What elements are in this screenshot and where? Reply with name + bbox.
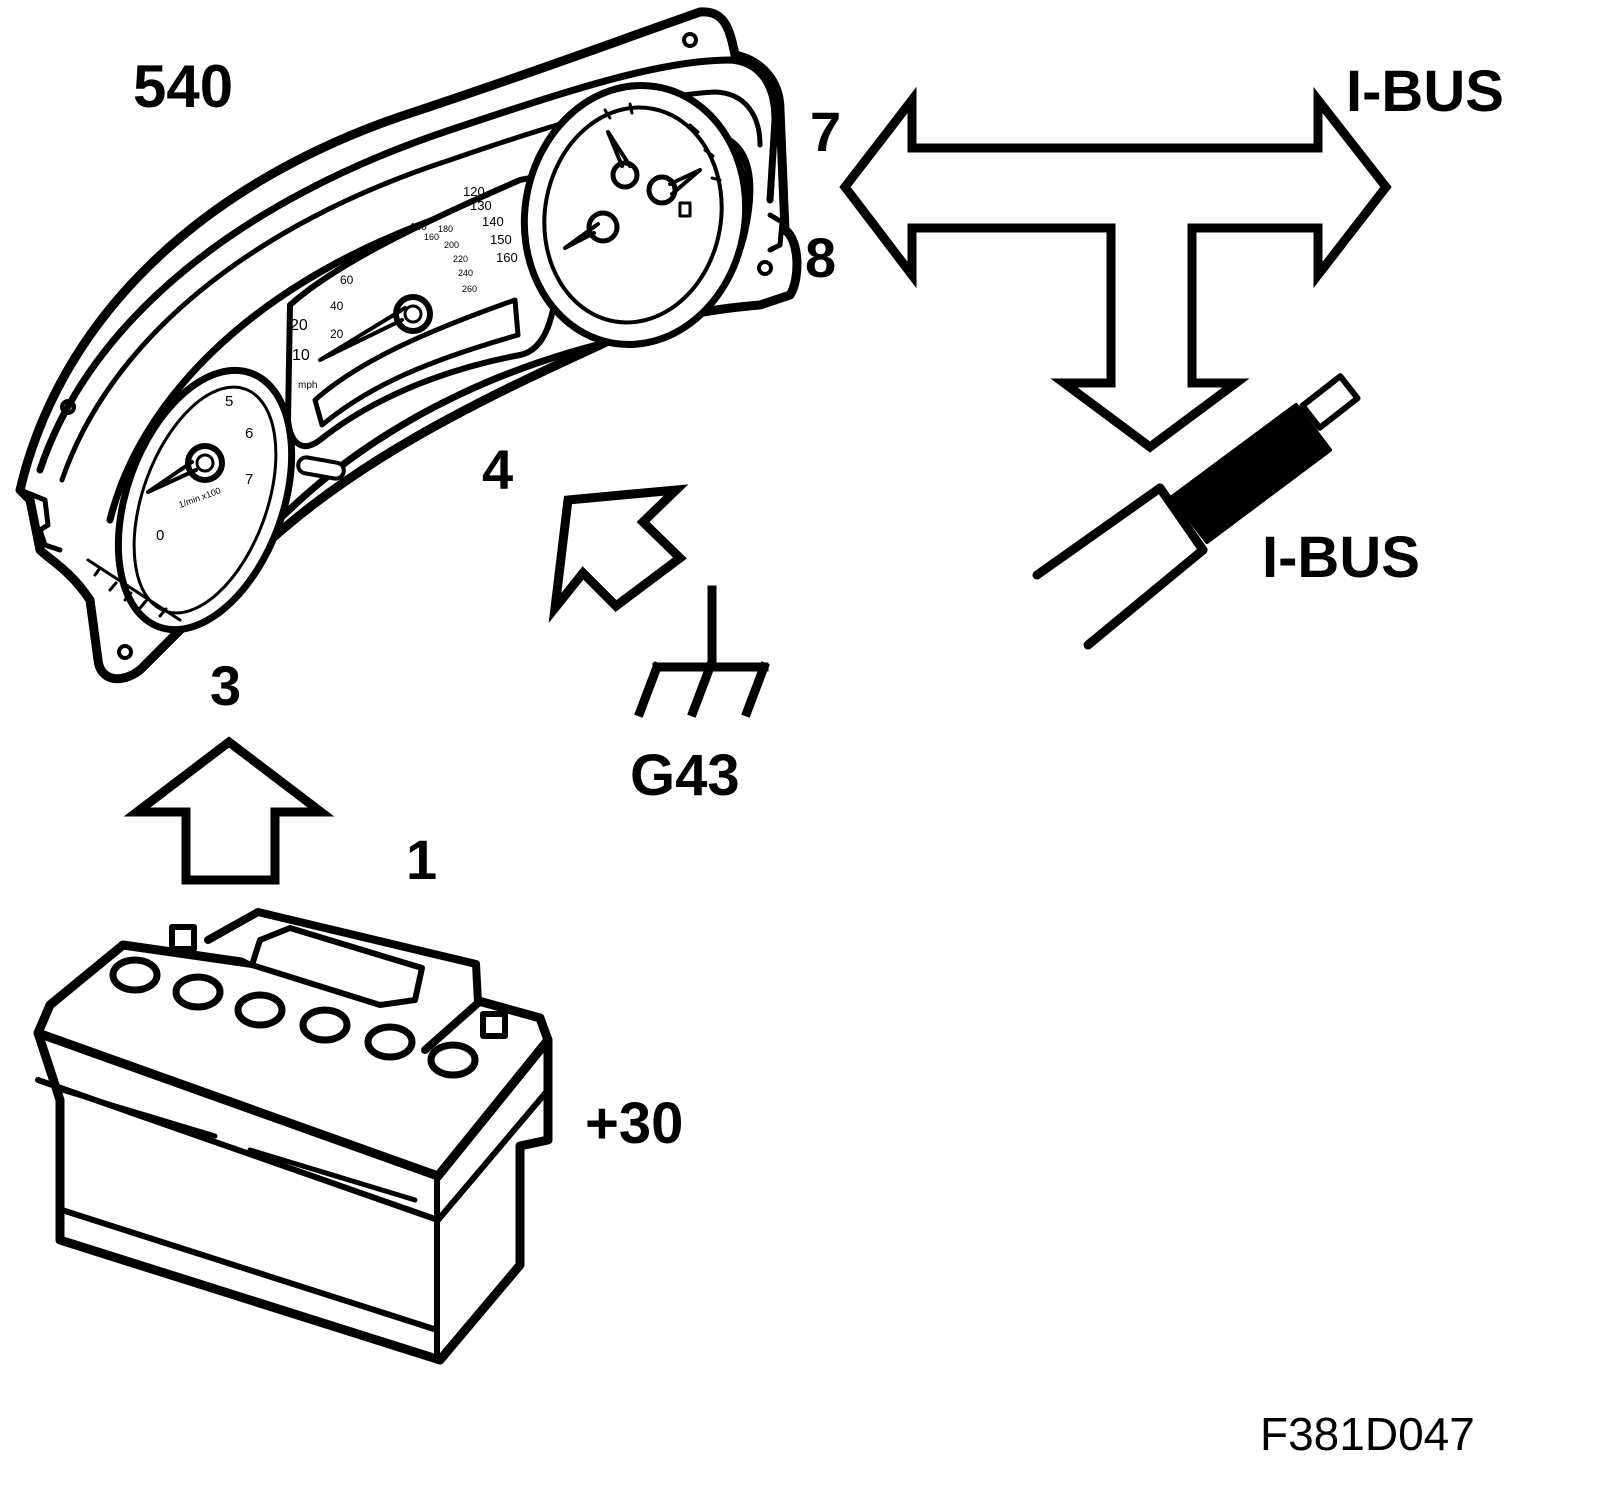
label-connector-8: 8 <box>805 226 836 289</box>
combi-gauge-outer <box>520 82 750 348</box>
speed-tick-small-180: 180 <box>438 224 453 234</box>
cluster-connector-right <box>767 212 785 253</box>
battery-body-rib <box>59 1087 418 1203</box>
battery-to-pin3-arrow <box>123 736 335 885</box>
temp-gauge-needle <box>606 130 632 168</box>
speedometer-lcd <box>312 297 521 428</box>
speed-tick-mph-20a: 20 <box>290 317 308 334</box>
speed-tick-mph-20b: 20 <box>330 327 344 341</box>
label-connector-7: 7 <box>810 100 841 163</box>
figure-reference: F381D047 <box>1260 1408 1475 1460</box>
label-pin-3: 3 <box>210 654 241 717</box>
speedometer-needle <box>318 306 407 362</box>
battery-cell-cap-5 <box>364 1023 416 1061</box>
ibus-cable <box>1032 373 1361 650</box>
tach-scale-markers <box>86 558 182 622</box>
mount-hole <box>757 260 773 276</box>
ground-to-pin4-arrow <box>548 484 689 624</box>
speedometer-hub-inner <box>403 304 423 324</box>
speed-tick-small-240: 240 <box>458 268 473 278</box>
speed-tick-small-260: 260 <box>462 284 477 294</box>
speed-tick-small-220: 220 <box>453 254 468 264</box>
tachometer-hub-inner <box>195 453 215 473</box>
battery-cell-cap-1 <box>109 956 161 994</box>
ibus-t-arrow <box>839 86 1392 453</box>
speed-tick-kmh-130: 130 <box>470 198 492 213</box>
cable-sheath-end <box>1155 483 1208 555</box>
battery-cell-cap-4 <box>299 1006 351 1044</box>
fuel-icon <box>678 201 692 218</box>
speed-tick-small-200: 200 <box>444 240 459 250</box>
label-ground-g43: G43 <box>630 743 740 808</box>
battery-body-lower-band <box>59 1173 440 1363</box>
tachometer-dial <box>114 366 296 634</box>
mount-hole <box>682 32 698 48</box>
battery-label-panel <box>249 925 425 1008</box>
trip-reset-knob <box>296 455 346 481</box>
tach-tick-0: 0 <box>156 527 164 544</box>
instrument-cluster <box>15 7 802 684</box>
battery <box>33 908 553 1365</box>
label-pin-1: 1 <box>406 828 437 891</box>
speed-tick-kmh-120: 120 <box>463 184 485 199</box>
ground-symbol <box>634 585 770 718</box>
speed-tick-mph-10: 10 <box>292 347 310 364</box>
label-ibus-top: I-BUS <box>1346 59 1504 124</box>
label-instrument-540: 540 <box>133 53 233 120</box>
turbo-gauge-needle <box>563 222 600 250</box>
cable-wire-lower <box>1083 545 1208 650</box>
temp-gauge-hub <box>610 160 640 190</box>
mount-hole <box>60 399 76 415</box>
cluster-visor-line <box>36 56 779 474</box>
speed-tick-kmh-150: 150 <box>490 232 512 247</box>
speed-tick-small-160: 160 <box>424 232 439 242</box>
cable-wire-upper <box>1032 483 1165 580</box>
cluster-visor-inner <box>59 89 763 483</box>
tach-tick-5: 5 <box>225 393 233 410</box>
mount-hole <box>117 644 133 660</box>
speed-tick-mph-40: 40 <box>330 299 344 313</box>
cable-jacket <box>1170 403 1332 544</box>
tach-tick-7: 7 <box>245 471 253 488</box>
battery-cell-cap-2 <box>172 973 224 1011</box>
speed-unit: mph <box>298 380 317 391</box>
fuel-gauge-needle <box>668 168 702 196</box>
cable-core <box>1299 373 1361 431</box>
battery-terminal-positive <box>480 1011 508 1039</box>
speed-tick-kmh-140: 140 <box>482 214 504 229</box>
battery-cell-cap-6 <box>427 1041 479 1079</box>
speed-tick-mph-60: 60 <box>340 273 354 287</box>
label-ibus-cable: I-BUS <box>1262 525 1420 590</box>
battery-terminal-negative <box>169 924 197 952</box>
tachometer-needle <box>146 460 198 494</box>
turbo-gauge-hub <box>586 210 620 244</box>
cluster-connector-tab <box>17 487 63 553</box>
combi-gauge-ticks <box>603 102 722 182</box>
label-pin-4: 4 <box>482 438 513 501</box>
battery-cell-cap-3 <box>234 991 286 1029</box>
combi-gauge-inner <box>542 105 724 325</box>
speed-tick-kmh-160: 160 <box>496 250 518 265</box>
speed-tick-small-140: 140 <box>410 222 427 233</box>
tach-tick-6: 6 <box>245 425 253 442</box>
label-terminal-30: +30 <box>585 1091 683 1156</box>
